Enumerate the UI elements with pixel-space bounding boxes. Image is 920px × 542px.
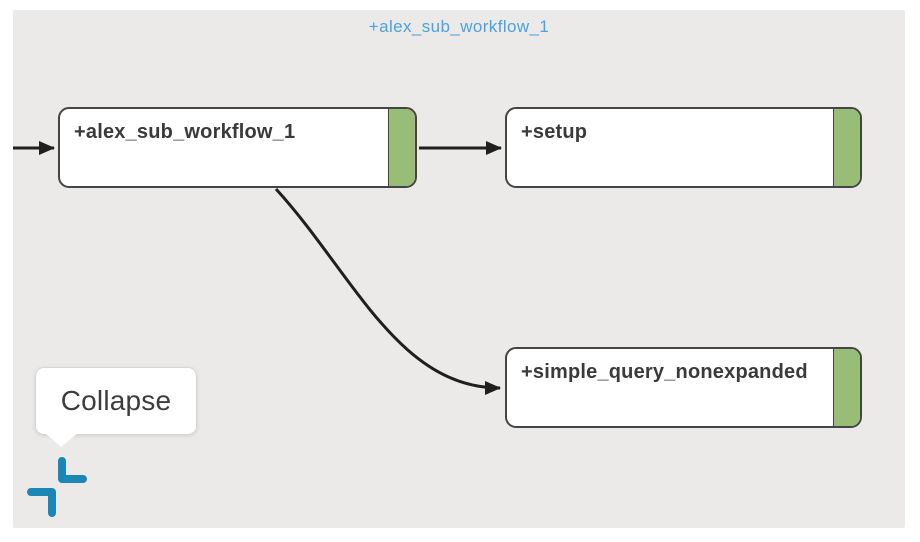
collapse-tooltip-label: Collapse (60, 385, 172, 416)
collapse-tooltip: Collapse (35, 367, 197, 447)
node-status-bar (833, 109, 860, 186)
node-label: +setup (521, 121, 588, 143)
node-label: +alex_sub_workflow_1 (74, 121, 296, 143)
node-label: +simple_query_nonexpanded (521, 361, 808, 383)
workflow-title: +alex_sub_workflow_1 (368, 17, 550, 36)
node-status-bar (388, 109, 415, 186)
workflow-canvas (13, 10, 905, 528)
collapse-icon[interactable] (26, 454, 88, 518)
tooltip-tail (44, 432, 79, 447)
node-status-bar (833, 349, 860, 426)
workflow-node-simple-query-nonexpanded[interactable]: +simple_query_nonexpanded (505, 347, 862, 428)
workflow-node-alex-sub-workflow-1[interactable]: +alex_sub_workflow_1 (58, 107, 417, 188)
workflow-node-setup[interactable]: +setup (505, 107, 862, 188)
